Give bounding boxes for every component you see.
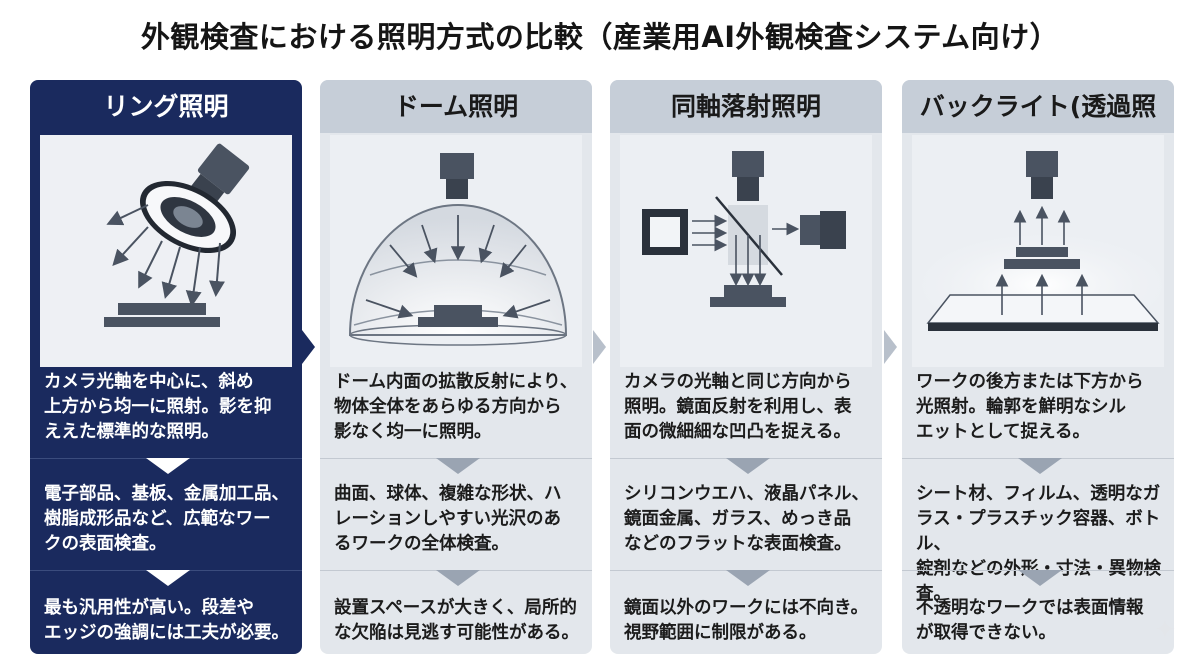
- column-coaxial-light: 同軸落射照明: [610, 80, 882, 654]
- down-arrow-icon: [146, 570, 190, 586]
- ring-light-diagram: [104, 143, 250, 327]
- dome-light-diagram: [348, 153, 568, 346]
- column-header: バックライト(透過照明): [902, 80, 1174, 174]
- application-text: シリコンウエハ、液晶パネル、 鏡面金属、ガラス、めっき品 などのフラットな表面検…: [624, 484, 869, 554]
- sparkle-icon: ✦: [1154, 615, 1176, 645]
- backlight-diagram: [922, 151, 1162, 335]
- application-text: 電子部品、基板、金属加工品、 樹脂成形品など、広範なワー クの表面検査。: [44, 484, 289, 554]
- camera-icon: [732, 151, 764, 201]
- backlight-panel-icon: [926, 294, 1160, 331]
- ring-light-icon: [139, 180, 237, 254]
- coaxial-light-illustration: [620, 135, 872, 367]
- down-arrow-icon: [436, 458, 480, 474]
- chevron-right-icon: [302, 330, 315, 364]
- down-arrow-icon: [1018, 570, 1062, 586]
- column-backlight: バックライト(透過照明): [902, 80, 1174, 654]
- camera-icon: [440, 153, 474, 199]
- dome-icon: [348, 204, 568, 336]
- workpiece-icon: [1004, 247, 1080, 269]
- down-arrow-icon: [726, 570, 770, 586]
- application-text: シート材、フィルム、透明なガ ラス・プラスチック容器、ボトル、 錠剤などの外形・…: [916, 484, 1161, 604]
- light-rays: [995, 205, 1089, 315]
- light-rays: [692, 214, 800, 287]
- half-mirror-icon: [715, 196, 783, 276]
- chevron-right-icon: [884, 330, 897, 364]
- down-arrow-icon: [436, 570, 480, 586]
- workpiece-icon: [710, 285, 786, 307]
- note-text: 最も汎用性が高い。段差や エッジの強調には工夫が必要。: [44, 598, 289, 643]
- side-camera-icon: [800, 211, 846, 249]
- column-ring-light: リング照明: [30, 80, 302, 654]
- coaxial-light-diagram: [642, 151, 846, 307]
- down-arrow-icon: [146, 458, 190, 474]
- note-text: 不透明なワークでは表面情報 が取得できない。: [916, 598, 1144, 643]
- column-dome-light: ドーム照明: [320, 80, 592, 654]
- workpiece-icon: [104, 303, 220, 327]
- light-rays: [106, 204, 225, 307]
- principle-text: カメラの光軸と同じ方向から 照明。鏡面反射を利用し、表 面の微細細な凹凸を捉える…: [624, 372, 852, 442]
- ring-light-illustration: [40, 135, 292, 367]
- camera-icon: [1026, 151, 1058, 199]
- backlight-illustration: [912, 135, 1164, 367]
- camera-icon: [189, 143, 250, 207]
- light-rays: [365, 215, 551, 319]
- application-text: 曲面、球体、複雑な形状、ハ レーションしやすい光沢のあ るワークの全体検査。: [334, 484, 562, 554]
- chevron-right-icon: [593, 330, 606, 364]
- down-arrow-icon: [1018, 458, 1062, 474]
- down-arrow-icon: [726, 458, 770, 474]
- workpiece-icon: [418, 305, 498, 327]
- column-header: リング照明: [103, 92, 229, 121]
- page-title: 外観検査における照明方式の比較（産業用AI外観検査システム向け）: [140, 20, 1060, 54]
- note-text: 設置スペースが大きく、局所的 な欠陥は見逃す可能性がある。: [334, 598, 579, 643]
- principle-text: ドーム内面の拡散反射により、 物体全体をあらゆる方向から 影なく均一に照明。: [334, 372, 578, 442]
- column-header: ドーム照明: [320, 80, 592, 133]
- principle-text: ワークの後方または下方から 光照射。輪郭を鮮明なシル エットとして捉える。: [916, 372, 1144, 442]
- column-header: 同軸落射照明: [610, 80, 882, 133]
- dome-light-illustration: [330, 135, 582, 367]
- light-source-icon: [642, 209, 688, 255]
- note-text: 鏡面以外のワークには不向き。 視野範囲に制限がある。: [624, 598, 869, 643]
- principle-text: カメラ光軸を中心に、斜め 上方から均一に照射。影を抑 ええた標準的な照明。: [44, 372, 272, 442]
